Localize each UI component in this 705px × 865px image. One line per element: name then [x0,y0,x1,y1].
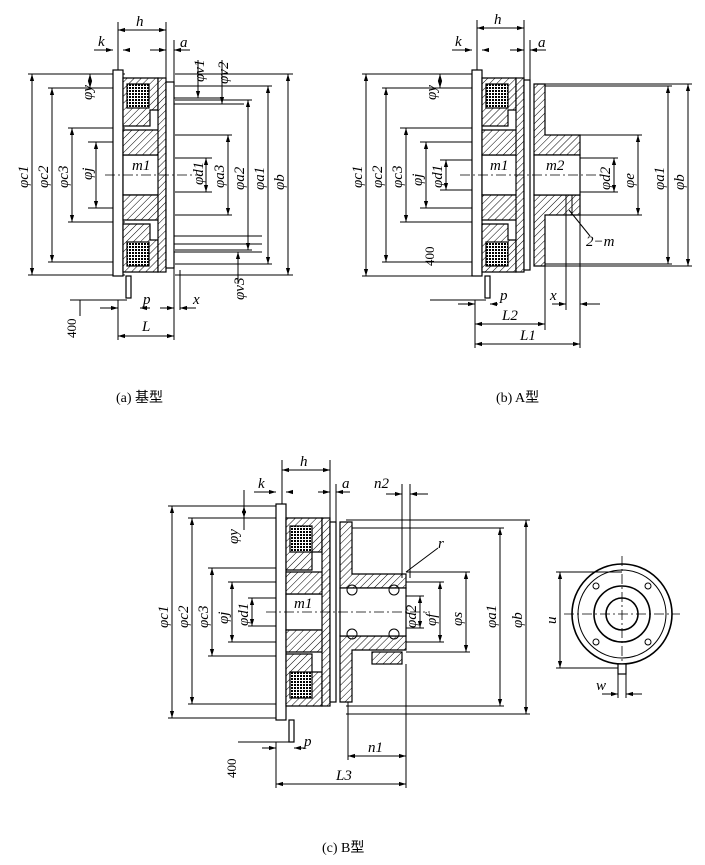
fig-b-a: a [538,35,546,51]
fig-b-c1: φc1 [350,166,366,188]
fig-a-p: p [142,292,151,308]
fig-a-a2: φa2 [232,166,248,190]
fig-b-d1: φd1 [430,165,446,188]
fig-b-k: k [455,34,462,50]
fig-a-y: φy [80,85,96,100]
figure-a-base-type: h k a φy φc1 φc2 φc3 φj m1 φd1 φa3 φa2 φ… [16,14,293,406]
fig-c-j: φj [216,612,232,624]
fig-b-j: φj [410,174,426,186]
fig-a-400: 400 [64,319,79,339]
fig-b-a1: φa1 [652,167,668,190]
fig-a-a3: φa3 [212,165,228,188]
fig-c-k: k [258,476,265,492]
fig-b-x: x [549,288,557,304]
fig-c-400: 400 [224,759,239,779]
figure-c-b-type: h k a n2 φy φc1 φc2 φc3 φj φd1 m1 φd2 φf… [156,454,680,856]
fig-a-c3: φc3 [56,166,72,188]
fig-c-h: h [300,454,308,470]
fig-a-k: k [98,34,105,50]
fig-c-p: p [303,734,312,750]
fig-b-m2: m2 [546,158,565,174]
fig-c-b: φb [510,612,526,628]
fig-a-h: h [136,14,144,30]
fig-c-u: u [544,617,560,625]
fig-c-f: φf [424,612,440,626]
fig-b-400: 400 [422,247,437,267]
fig-b-c2: φc2 [370,165,386,188]
fig-a-c1: φc1 [16,166,32,188]
fig-a-j: φj [80,168,96,180]
fig-b-e: φe [622,173,638,188]
fig-c-a: a [342,476,350,492]
fig-b-L1: L1 [519,328,536,344]
fig-c-d2: φd2 [404,604,420,628]
fig-a-c2: φc2 [36,165,52,188]
fig-c-y: φy [226,529,242,544]
fig-c-c3: φc3 [196,606,212,628]
fig-a-v1: φv1 [192,60,208,82]
fig-c-r: r [438,536,444,552]
fig-b-caption: (b) A型 [496,390,539,406]
fig-c-L3: L3 [335,768,352,784]
fig-c-caption: (c) B型 [322,840,364,856]
fig-b-y: φy [424,85,440,100]
fig-b-h: h [494,12,502,28]
fig-a-a: a [180,35,188,51]
fig-b-m1: m1 [490,158,508,174]
fig-a-d1: φd1 [191,162,207,185]
fig-a-caption: (a) 基型 [116,389,163,406]
fig-c-c2: φc2 [176,605,192,628]
fig-b-L2: L2 [501,308,518,324]
fig-c-s: φs [450,612,466,626]
fig-c-c1: φc1 [156,606,172,628]
fig-b-c3: φc3 [390,166,406,188]
fig-c-end-view [556,556,680,698]
fig-c-w: w [596,678,606,694]
fig-c-n2: n2 [374,476,390,492]
fig-b-b: φb [672,174,688,190]
fig-a-v3: φv3 [232,278,248,300]
fig-c-m1: m1 [294,596,312,612]
fig-a-v2: φv2 [216,61,232,84]
fig-a-m1: m1 [132,158,150,174]
fig-a-x: x [192,292,200,308]
fig-b-2m: 2−m [586,234,615,250]
fig-a-b: φb [272,174,288,190]
fig-c-n1: n1 [368,740,383,756]
fig-b-d2: φd2 [598,166,614,190]
fig-c-d1: φd1 [236,603,252,626]
fig-c-a1: φa1 [484,605,500,628]
figure-b-a-type: h k a φy φc1 φc2 φc3 φj φd1 m1 m2 φd2 φe… [350,12,692,406]
fig-b-p: p [499,288,508,304]
fig-a-L: L [141,319,150,335]
fig-a-a1: φa1 [252,167,268,190]
